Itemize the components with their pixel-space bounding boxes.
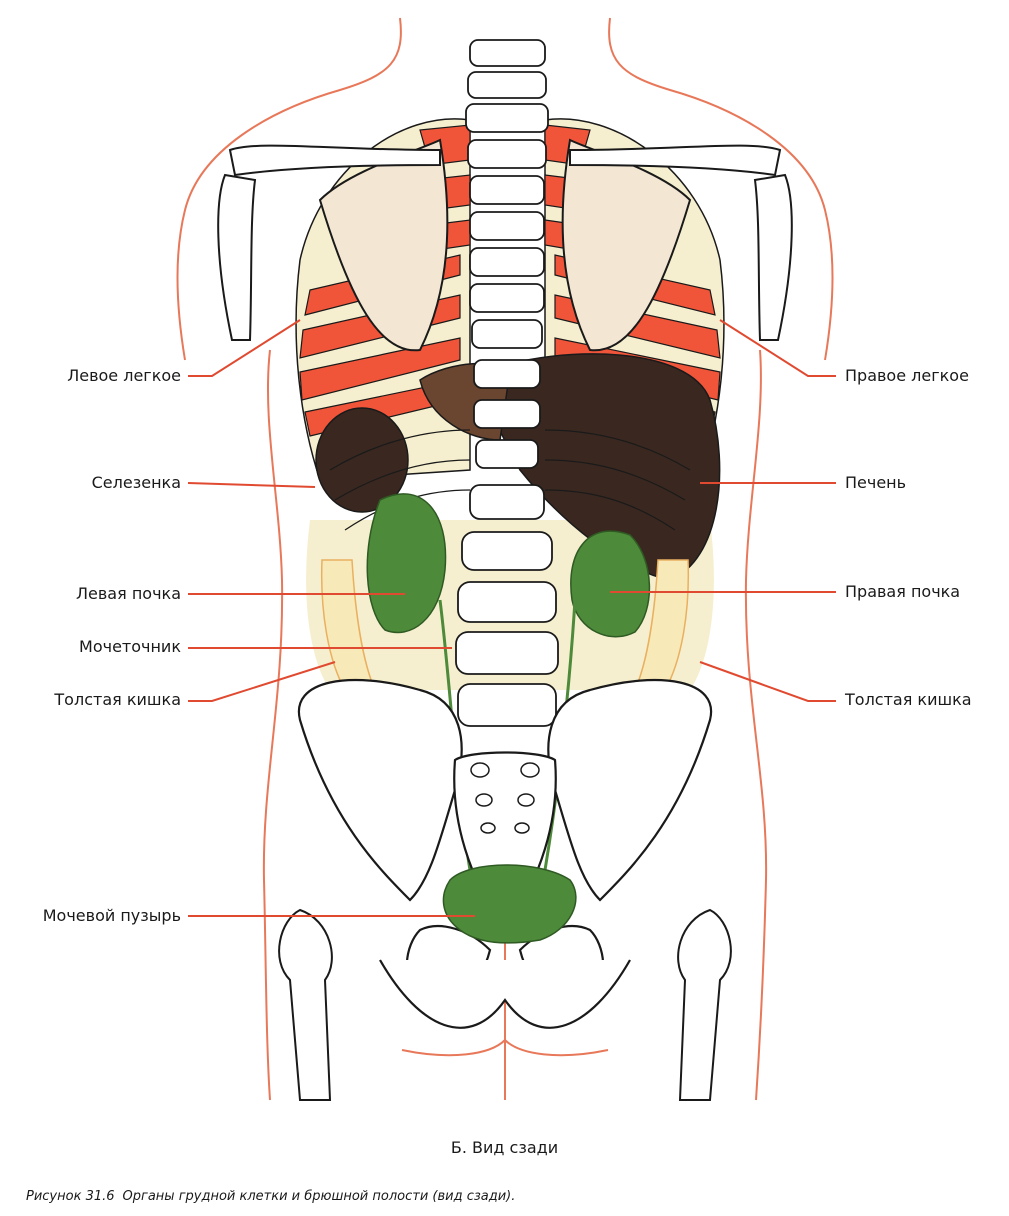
femurs (278, 908, 732, 1101)
kidneys (366, 493, 651, 638)
label-bladder: Мочевой пузырь (42, 906, 181, 925)
pelvis (297, 678, 713, 1029)
figure-caption: Рисунок 31.6 Органы грудной клетки и брюш… (26, 1189, 515, 1204)
scapulae (318, 138, 692, 352)
caption-number: Рисунок 31.6 (26, 1189, 115, 1204)
shoulders (217, 144, 793, 341)
label-left-kidney: Левая почка (76, 584, 181, 603)
pointer-colon-right (699, 661, 836, 702)
pointer-colon-left (188, 661, 336, 702)
label-liver: Печень (845, 473, 907, 492)
pointer-left-lung (188, 319, 301, 377)
label-left-lung: Левое легкое (67, 366, 181, 385)
label-colon-left: Толстая кишка (54, 690, 181, 709)
sacrum-foramina (470, 762, 540, 834)
pointer-spleen (187, 482, 316, 488)
pointer-lines (187, 319, 836, 917)
label-right-lung: Правое легкое (845, 366, 969, 385)
lower-ribs (329, 429, 691, 531)
figure-subtitle: Б. Вид сзади (450, 1138, 559, 1157)
pointer-right-lung (719, 319, 836, 377)
label-right-kidney: Правая почка (845, 582, 961, 601)
label-spleen: Селезенка (91, 473, 181, 492)
label-ureter: Мочеточник (79, 637, 181, 656)
label-colon-right: Толстая кишка (845, 690, 972, 709)
anatomy-figure (176, 17, 836, 1101)
spine (455, 39, 559, 727)
spleen-shape (315, 407, 409, 513)
caption-text: Органы грудной клетки и брюшной полости … (122, 1189, 516, 1204)
bladder-shape (442, 864, 577, 944)
